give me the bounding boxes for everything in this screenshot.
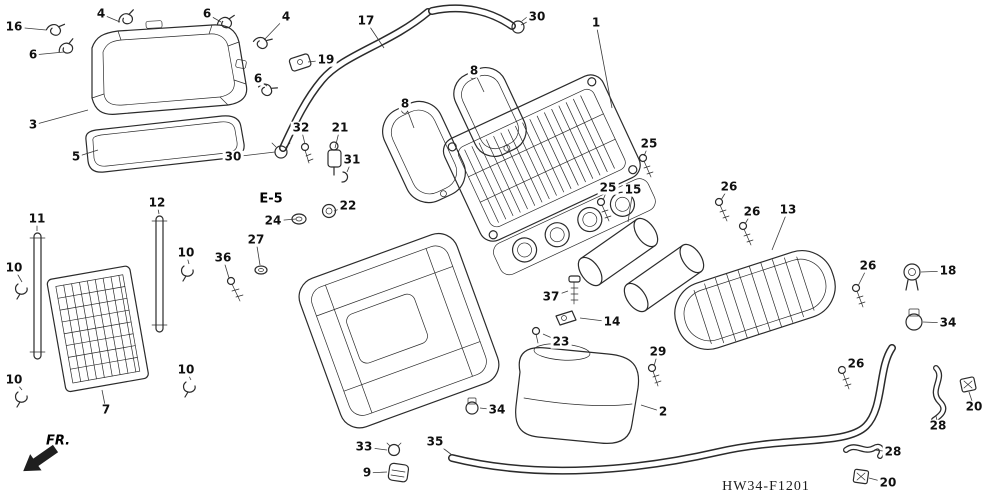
part-duct-2 [515, 343, 640, 445]
part-callout-6: 6 [251, 71, 265, 86]
part-joint-18 [903, 263, 921, 291]
part-hose-28-lower [843, 443, 885, 459]
part-seal-rod-12 [151, 215, 168, 333]
part-case-underside [493, 178, 656, 276]
part-clamp-33 [386, 442, 402, 457]
diagram-code: HW34-F1201 [722, 479, 810, 494]
part-filter-element-7 [46, 265, 149, 393]
part-callout-1: 1 [589, 15, 603, 30]
part-clamp-34-left [465, 397, 479, 415]
part-callout-19: 19 [315, 52, 337, 67]
part-callout-6: 6 [200, 6, 214, 21]
part-callout-3: 3 [26, 117, 40, 132]
part-main-case-1 [442, 74, 641, 242]
part-valve-21-32-31 [300, 141, 349, 183]
part-clips-10 [14, 265, 196, 408]
front-direction-label: FR. [45, 433, 71, 449]
part-callout-31: 31 [341, 152, 363, 167]
part-callout-30: 30 [526, 9, 548, 24]
part-callout-27: 27 [245, 232, 267, 247]
part-callout-25: 25 [638, 136, 660, 151]
part-grommets-22-24-27 [254, 203, 337, 275]
part-callout-29: 29 [647, 344, 669, 359]
part-clamps-30 [271, 16, 528, 159]
part-callout-10: 10 [3, 260, 25, 275]
part-callout-9: 9 [360, 465, 374, 480]
part-callout-32: 32 [290, 120, 312, 135]
part-bolts [226, 153, 866, 390]
part-callout-17: 17 [355, 13, 377, 28]
part-callout-37: 37 [540, 289, 562, 304]
part-clips-4-6-16 [45, 9, 279, 97]
part-callout-36: 36 [212, 250, 234, 265]
part-callout-15: 15 [622, 182, 644, 197]
section-ref-label: E-5 [257, 191, 285, 207]
part-callout-34: 34 [937, 315, 959, 330]
part-callout-23: 23 [550, 334, 572, 349]
part-callout-16: 16 [3, 19, 25, 34]
part-seal-rod-11 [29, 232, 46, 360]
part-callout-26: 26 [857, 258, 879, 273]
part-callout-12: 12 [146, 195, 168, 210]
part-callout-4: 4 [279, 9, 293, 24]
part-callout-8: 8 [467, 63, 481, 78]
part-clip-20-lower [852, 468, 870, 485]
part-callout-18: 18 [937, 263, 959, 278]
part-cover-3 [91, 20, 248, 115]
part-callout-10: 10 [175, 245, 197, 260]
fr-direction-arrow [23, 444, 59, 472]
part-callout-26: 26 [741, 204, 763, 219]
part-callout-21: 21 [329, 120, 351, 135]
part-gasket-5 [85, 115, 245, 173]
part-callout-2: 2 [656, 404, 670, 419]
part-callout-14: 14 [601, 314, 623, 329]
part-hose-28-upper [931, 365, 947, 423]
part-breather-tube-17 [279, 4, 516, 152]
part-callout-26: 26 [718, 179, 740, 194]
part-callout-33: 33 [353, 439, 375, 454]
part-plug-9 [387, 462, 410, 483]
part-callout-28: 28 [882, 444, 904, 459]
part-callout-11: 11 [26, 211, 48, 226]
part-intake-tubes-15 [577, 217, 705, 313]
part-callout-35: 35 [424, 434, 446, 449]
part-callout-4: 4 [94, 6, 108, 21]
part-side-cover-13 [674, 250, 836, 350]
part-bracket-14-23 [531, 310, 577, 344]
part-callout-25: 25 [597, 180, 619, 195]
part-drain-hose-35 [448, 344, 896, 475]
part-callout-10: 10 [175, 362, 197, 377]
part-callout-6: 6 [26, 47, 40, 62]
part-lower-case [298, 232, 500, 429]
part-callout-10: 10 [3, 372, 25, 387]
part-callout-8: 8 [398, 96, 412, 111]
part-callout-7: 7 [99, 402, 113, 417]
part-callout-20: 20 [877, 475, 899, 490]
part-callout-13: 13 [777, 202, 799, 217]
part-callout-20: 20 [963, 399, 985, 414]
part-callout-30: 30 [222, 149, 244, 164]
part-callout-28: 28 [927, 418, 949, 433]
part-clamp-34-right [905, 308, 923, 331]
part-callout-5: 5 [69, 149, 83, 164]
part-callout-26: 26 [845, 356, 867, 371]
part-callout-34: 34 [486, 402, 508, 417]
part-callout-22: 22 [337, 198, 359, 213]
part-callout-24: 24 [262, 213, 284, 228]
part-bracket-19 [288, 53, 312, 72]
part-clip-20-upper [959, 376, 977, 393]
